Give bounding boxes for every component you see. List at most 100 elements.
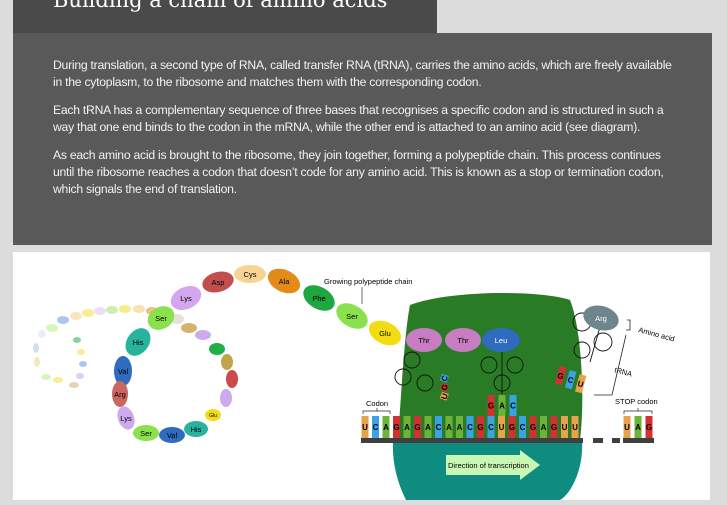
amino-acid-asp: Asp xyxy=(202,271,234,293)
svg-text:C: C xyxy=(440,374,451,383)
svg-text:A: A xyxy=(383,423,389,432)
amino-acid-his: His xyxy=(125,328,151,356)
base-G: G xyxy=(508,416,516,438)
amino-acid-ala: Ala xyxy=(267,268,301,294)
text-panel: During translation, a second type of RNA… xyxy=(13,33,712,245)
base-A: A xyxy=(403,416,411,438)
base-A: A xyxy=(424,416,432,438)
svg-text:A: A xyxy=(541,423,547,432)
stop-codon-label: STOP codon xyxy=(615,397,658,406)
amino-acid-his: His xyxy=(184,421,208,437)
svg-text:Ser: Ser xyxy=(140,429,152,438)
svg-text:Direction of transcription: Direction of transcription xyxy=(448,461,529,470)
page-title: Building a chain of amino acids xyxy=(53,0,388,12)
amino-acid-phe: Phe xyxy=(303,285,335,311)
amino-acid-thr: Thr xyxy=(445,328,481,352)
svg-text:U: U xyxy=(499,423,505,432)
svg-text:C: C xyxy=(467,423,473,432)
base-U: U xyxy=(574,374,587,394)
svg-text:Val: Val xyxy=(118,367,129,376)
svg-text:C: C xyxy=(520,423,526,432)
amino-acid-ser: Ser xyxy=(147,306,175,330)
title-tab: Building a chain of amino acids xyxy=(13,0,437,33)
svg-text:U: U xyxy=(362,423,368,432)
svg-text:A: A xyxy=(499,402,505,411)
chain-label: Growing polypeptide chain xyxy=(324,277,412,286)
base-G: G xyxy=(645,416,653,438)
svg-text:Val: Val xyxy=(167,431,178,440)
base-C: C xyxy=(466,416,474,438)
svg-text:G: G xyxy=(393,423,399,432)
svg-text:Arg: Arg xyxy=(114,390,126,399)
svg-text:Leu: Leu xyxy=(495,336,508,345)
svg-text:G: G xyxy=(477,423,483,432)
amino-acid-label: Amino acid xyxy=(637,325,675,343)
svg-text:A: A xyxy=(425,423,431,432)
paragraph: Each tRNA has a complementary sequence o… xyxy=(53,103,664,134)
base-C: C xyxy=(519,416,526,438)
paragraph: During translation, a second type of RNA… xyxy=(53,58,672,89)
amino-acid-ser: Ser xyxy=(133,425,159,441)
base-A: A xyxy=(540,416,547,438)
svg-text:A: A xyxy=(457,423,463,432)
ribosome-amino-acids: Thr Thr Leu Arg xyxy=(406,305,619,352)
svg-text:Ser: Ser xyxy=(155,314,167,323)
svg-text:U: U xyxy=(440,392,451,401)
svg-text:G: G xyxy=(530,423,536,432)
base-G: G xyxy=(393,416,400,438)
svg-text:Lys: Lys xyxy=(120,414,132,423)
svg-text:A: A xyxy=(446,423,452,432)
base-C: C xyxy=(440,373,451,383)
svg-text:G: G xyxy=(646,423,652,432)
svg-text:Lys: Lys xyxy=(180,294,192,303)
svg-text:Ser: Ser xyxy=(346,312,358,321)
diagram-svg: Asp Cys Ala Phe Ser Glu Lys Ser His Val … xyxy=(33,265,676,500)
svg-text:His: His xyxy=(191,425,202,434)
svg-text:U: U xyxy=(572,423,578,432)
faded-chain-tail xyxy=(33,305,158,388)
base-U: U xyxy=(623,416,631,438)
base-G: G xyxy=(487,395,495,416)
amino-acid-ser: Ser xyxy=(336,303,368,329)
svg-text:G: G xyxy=(551,423,557,432)
polypeptide-chain: Asp Cys Ala Phe Ser Glu Lys Ser His Val … xyxy=(112,265,402,443)
base-U: U xyxy=(561,416,568,438)
svg-text:C: C xyxy=(436,423,442,432)
base-G: G xyxy=(477,416,484,438)
svg-text:Thr: Thr xyxy=(418,336,430,345)
amino-acid-lys: Lys xyxy=(117,406,135,430)
trna-structures xyxy=(394,312,613,394)
translation-diagram: Asp Cys Ala Phe Ser Glu Lys Ser His Val … xyxy=(13,252,710,500)
base-C: C xyxy=(509,395,517,416)
svg-text:C: C xyxy=(510,402,516,411)
svg-text:Phe: Phe xyxy=(312,294,325,303)
base-G: G xyxy=(439,382,450,392)
base-C: C xyxy=(564,370,577,390)
base-A: A xyxy=(634,416,642,438)
svg-text:Glu: Glu xyxy=(379,329,391,338)
base-G: G xyxy=(414,416,421,438)
svg-text:Cys: Cys xyxy=(244,270,257,279)
svg-text:Thr: Thr xyxy=(457,336,469,345)
amino-acid-val: Val xyxy=(114,356,132,386)
direction-arrow: Direction of transcription xyxy=(446,450,540,480)
base-C: C xyxy=(435,416,442,438)
amino-acid-glu: Glu xyxy=(205,409,221,421)
svg-text:Arg: Arg xyxy=(595,314,607,323)
ribosome-large-subunit xyxy=(398,293,583,440)
svg-text:A: A xyxy=(404,423,410,432)
svg-text:Glu: Glu xyxy=(209,413,217,419)
base-A: A xyxy=(456,416,463,438)
amino-acid-leu: Leu xyxy=(482,328,520,352)
svg-text:A: A xyxy=(635,423,641,432)
svg-text:G: G xyxy=(556,371,564,381)
base-U: U xyxy=(498,416,505,438)
unlabeled-amino-acids xyxy=(170,314,238,407)
base-G: G xyxy=(550,416,558,438)
svg-text:C: C xyxy=(373,423,379,432)
svg-text:U: U xyxy=(577,379,585,389)
svg-text:G: G xyxy=(414,423,420,432)
svg-text:U: U xyxy=(562,423,568,432)
